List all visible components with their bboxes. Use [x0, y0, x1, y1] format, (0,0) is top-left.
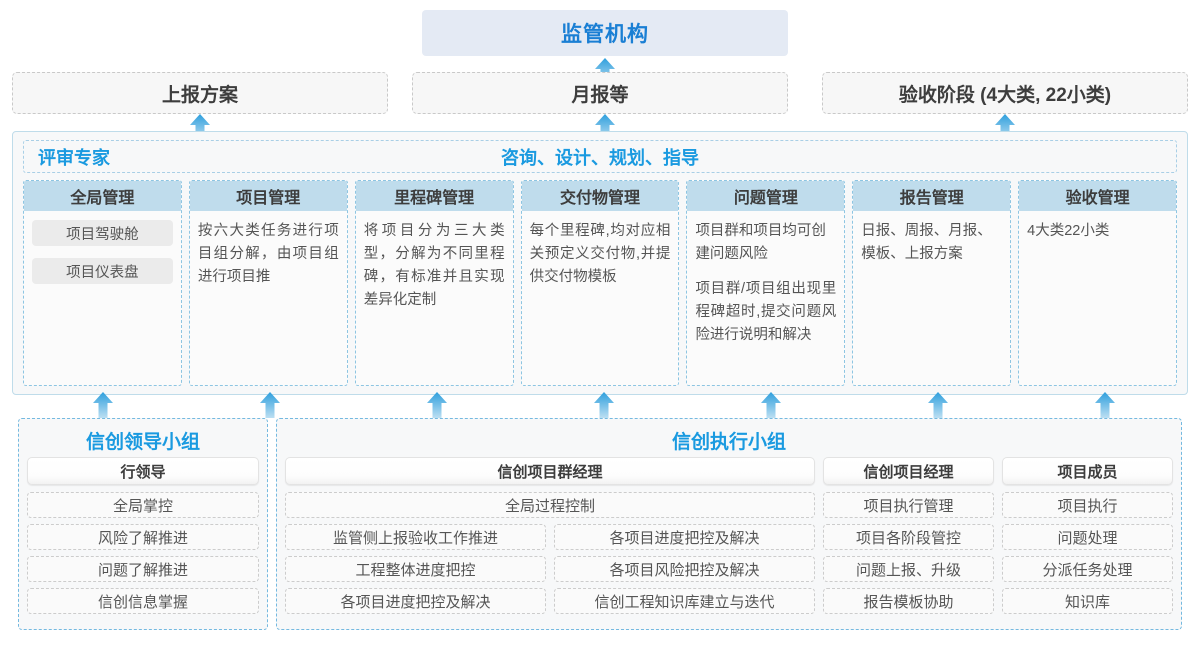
list-item[interactable]: 问题了解推进 [27, 556, 259, 582]
capability-band-header: 评审专家 咨询、设计、规划、指导 [23, 140, 1177, 173]
list-item[interactable]: 问题处理 [1002, 524, 1173, 550]
list-item[interactable]: 风险了解推进 [27, 524, 259, 550]
list-item[interactable]: 报告模板协助 [823, 588, 994, 614]
list-item[interactable]: 项目执行管理 [823, 492, 994, 518]
exec-group-box: 信创执行小组 信创项目群经理 全局过程控制 监管侧上报验收工作推进 工程整体进度… [276, 418, 1182, 630]
arrow-up-icon [593, 392, 615, 418]
column-text: 将项目分为三大类型，分解为不同里程碑，有标准并且实现差异化定制 [363, 223, 505, 308]
list-item[interactable]: 工程整体进度把控 [285, 556, 546, 582]
column-body: 按六大类任务进行项目组分解，由项目组进行项目推 [190, 211, 347, 385]
exec-column-project-member: 项目成员 项目执行 问题处理 分派任务处理 知识库 [1002, 457, 1173, 621]
list-item[interactable]: 各项目风险把控及解决 [554, 556, 815, 582]
capability-column-issue[interactable]: 问题管理 项目群和项目均可创建问题风险 项目群/项目组出现里程碑超时,提交问题风… [686, 180, 846, 386]
list-item[interactable]: 项目执行 [1002, 492, 1173, 518]
column-title: 项目管理 [189, 181, 347, 211]
arrow-up-icon [426, 392, 448, 418]
role-pill[interactable]: 信创项目经理 [823, 457, 994, 485]
capability-band: 评审专家 咨询、设计、规划、指导 全局管理 项目驾驶舱 项目仪表盘 项目管理 按… [12, 131, 1188, 395]
list-item[interactable]: 问题上报、升级 [823, 556, 994, 582]
role-pill[interactable]: 项目成员 [1002, 457, 1173, 485]
exec-subcolumns: 监管侧上报验收工作推进 工程整体进度把控 各项目进度把控及解决 各项目进度把控及… [285, 524, 815, 614]
list-item[interactable]: 监管侧上报验收工作推进 [285, 524, 546, 550]
role-pill[interactable]: 信创项目群经理 [285, 457, 815, 485]
arrow-up-icon [92, 392, 114, 418]
list-item[interactable]: 项目各阶段管控 [823, 524, 994, 550]
column-text: 按六大类任务进行项目组分解，由项目组进行项目推 [197, 223, 339, 285]
column-body: 每个里程碑,均对应相关预定义交付物,并提供交付物模板 [522, 211, 679, 385]
exec-group-title: 信创执行小组 [671, 432, 786, 453]
report-box-monthly: 月报等 [412, 72, 788, 114]
list-item[interactable]: 全局掌控 [27, 492, 259, 518]
column-text: 每个里程碑,均对应相关预定义交付物,并提供交付物模板 [529, 223, 671, 285]
exec-group-columns: 信创项目群经理 全局过程控制 监管侧上报验收工作推进 工程整体进度把控 各项目进… [285, 457, 1173, 621]
column-title: 问题管理 [687, 181, 845, 211]
column-text: 项目群和项目均可创建问题风险 [695, 223, 826, 262]
column-title: 里程碑管理 [355, 181, 513, 211]
capability-column-report[interactable]: 报告管理 日报、周报、月报、模板、上报方案 [852, 180, 1012, 386]
capability-column-project[interactable]: 项目管理 按六大类任务进行项目组分解，由项目组进行项目推 [188, 180, 348, 386]
list-item[interactable]: 全局过程控制 [285, 492, 815, 518]
report-box-acceptance: 验收阶段 (4大类, 22小类) [822, 72, 1188, 114]
lead-group-columns: 行领导 全局掌控 风险了解推进 问题了解推进 信创信息掌握 [27, 457, 259, 621]
report-label: 上报方案 [161, 84, 238, 106]
column-body: 将项目分为三大类型，分解为不同里程碑，有标准并且实现差异化定制 [356, 211, 513, 385]
column-title: 全局管理 [24, 181, 181, 211]
lead-group-box: 信创领导小组 行领导 全局掌控 风险了解推进 问题了解推进 信创信息掌握 [18, 418, 268, 630]
review-expert-label: 评审专家 [38, 147, 110, 168]
list-item[interactable]: 知识库 [1002, 588, 1173, 614]
arrow-up-icon [927, 392, 949, 418]
list-item[interactable]: 信创信息掌握 [27, 588, 259, 614]
arrow-up-icon [189, 114, 211, 140]
list-item[interactable]: 项目仪表盘 [32, 258, 173, 284]
arrow-up-icon [760, 392, 782, 418]
lead-group-column: 行领导 全局掌控 风险了解推进 问题了解推进 信创信息掌握 [27, 457, 259, 621]
consulting-label: 咨询、设计、规划、指导 [501, 147, 699, 168]
capability-column-milestone[interactable]: 里程碑管理 将项目分为三大类型，分解为不同里程碑，有标准并且实现差异化定制 [354, 180, 514, 386]
list-item[interactable]: 分派任务处理 [1002, 556, 1173, 582]
arrow-up-icon [594, 58, 616, 84]
list-item[interactable]: 各项目进度把控及解决 [554, 524, 815, 550]
lead-group-title: 信创领导小组 [85, 432, 200, 453]
arrow-up-icon [594, 114, 616, 140]
column-text: 4大类22小类 [1027, 223, 1110, 239]
list-item[interactable]: 各项目进度把控及解决 [285, 588, 546, 614]
capability-columns: 全局管理 项目驾驶舱 项目仪表盘 项目管理 按六大类任务进行项目组分解，由项目组… [23, 180, 1178, 386]
column-title: 报告管理 [853, 181, 1011, 211]
capability-column-global[interactable]: 全局管理 项目驾驶舱 项目仪表盘 [23, 180, 182, 386]
role-pill[interactable]: 行领导 [27, 457, 259, 485]
column-text: 日报、周报、月报、模板、上报方案 [861, 223, 992, 262]
arrow-up-icon [259, 392, 281, 418]
capability-column-acceptance[interactable]: 验收管理 4大类22小类 [1018, 180, 1178, 386]
column-body: 日报、周报、月报、模板、上报方案 [853, 211, 1010, 385]
exec-column-program-manager: 信创项目群经理 全局过程控制 监管侧上报验收工作推进 工程整体进度把控 各项目进… [285, 457, 815, 621]
capability-column-deliverable[interactable]: 交付物管理 每个里程碑,均对应相关预定义交付物,并提供交付物模板 [520, 180, 680, 386]
exec-column-project-manager: 信创项目经理 项目执行管理 项目各阶段管控 问题上报、升级 报告模板协助 [823, 457, 994, 621]
exec-subcolumn-right: 各项目进度把控及解决 各项目风险把控及解决 信创工程知识库建立与迭代 [554, 524, 815, 614]
report-row: 上报方案 月报等 验收阶段 (4大类, 22小类) [0, 72, 1200, 114]
regulator-label: 监管机构 [561, 23, 649, 46]
arrow-up-icon [994, 114, 1016, 140]
column-body: 项目驾驶舱 项目仪表盘 [24, 211, 181, 385]
report-label: 验收阶段 (4大类, 22小类) [898, 84, 1112, 106]
arrow-up-icon [1094, 392, 1116, 418]
column-text: 项目群/项目组出现里程碑超时,提交问题风险进行说明和解决 [695, 280, 837, 343]
list-item[interactable]: 信创工程知识库建立与迭代 [554, 588, 815, 614]
column-body: 项目群和项目均可创建问题风险 项目群/项目组出现里程碑超时,提交问题风险进行说明… [687, 211, 844, 385]
regulator-box: 监管机构 [422, 10, 788, 56]
column-body: 4大类22小类 [1019, 211, 1176, 385]
column-title: 交付物管理 [521, 181, 679, 211]
org-row: 信创领导小组 行领导 全局掌控 风险了解推进 问题了解推进 信创信息掌握 信创执… [0, 418, 1200, 640]
list-item[interactable]: 项目驾驶舱 [32, 220, 173, 246]
exec-subcolumn-left: 监管侧上报验收工作推进 工程整体进度把控 各项目进度把控及解决 [285, 524, 546, 614]
report-label: 月报等 [571, 84, 629, 106]
report-box-plan: 上报方案 [12, 72, 388, 114]
column-title: 验收管理 [1019, 181, 1177, 211]
